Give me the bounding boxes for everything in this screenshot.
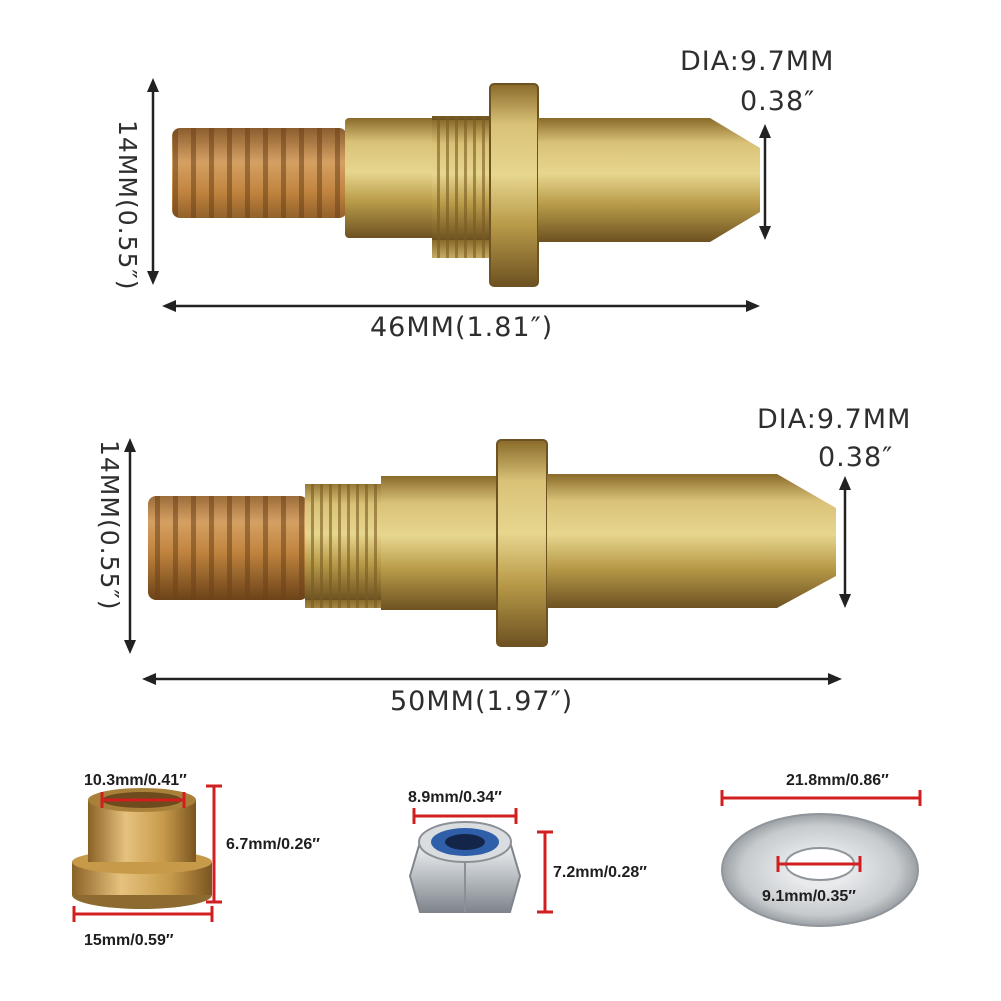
bushing-outer-label: 15mm/0.59″ — [84, 932, 174, 949]
dimension-lines — [124, 78, 851, 685]
nut-width-label: 8.9mm/0.34″ — [408, 789, 502, 806]
upper-dia-in-label: 0.38″ — [740, 86, 816, 117]
washer-inner-label: 9.1mm/0.35″ — [762, 888, 856, 905]
lower-height-label: 14MM(0.55″) — [95, 440, 124, 611]
bolt-upper — [172, 83, 760, 287]
bushing-height-label: 6.7mm/0.26″ — [226, 836, 320, 853]
bushing-inner-label: 10.3mm/0.41″ — [84, 772, 187, 789]
lock-nut — [408, 821, 522, 913]
lower-length-label: 50MM(1.97″) — [390, 686, 574, 717]
red-dimension-lines — [72, 784, 922, 922]
nut-height-label: 7.2mm/0.28″ — [553, 864, 647, 881]
lower-dia-mm-label: DIA:9.7MM — [757, 404, 912, 435]
upper-height-label: 14MM(0.55″) — [113, 120, 142, 291]
upper-dia-mm-label: DIA:9.7MM — [680, 46, 835, 77]
bolt-lower — [148, 439, 836, 647]
bushing — [72, 788, 212, 909]
washer-outer-label: 21.8mm/0.86″ — [786, 772, 889, 789]
lower-dia-in-label: 0.38″ — [818, 442, 894, 473]
upper-length-label: 46MM(1.81″) — [370, 312, 554, 343]
flat-washer — [721, 813, 919, 927]
